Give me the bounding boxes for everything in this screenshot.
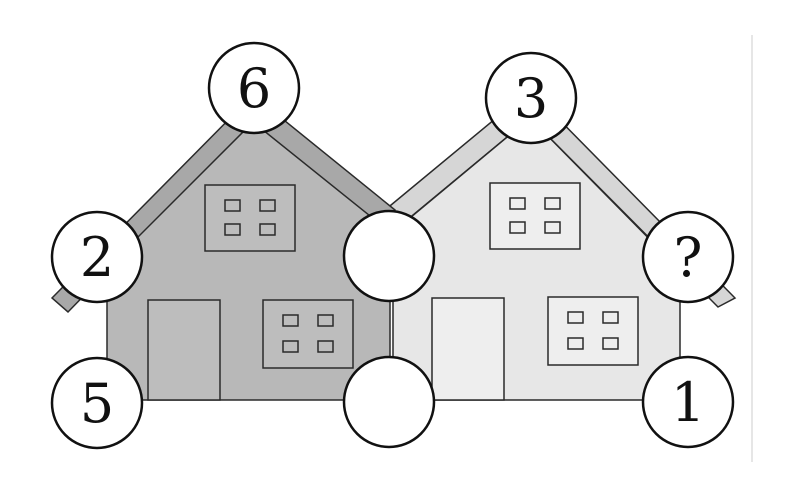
right-house xyxy=(384,88,737,401)
circle-shared-bottom xyxy=(342,355,436,449)
circle-shared-middle xyxy=(342,209,436,303)
circle-left-middle-label: 2 xyxy=(80,226,114,289)
left-house-upper-window xyxy=(204,184,296,252)
right-house-lower-window xyxy=(547,296,639,366)
right-house-upper-window xyxy=(489,182,581,250)
right-house-door xyxy=(431,297,505,401)
circle-right-bottom: 1 xyxy=(641,355,735,449)
circle-left-top-label: 6 xyxy=(237,57,271,120)
circle-left-bottom-label: 5 xyxy=(80,372,114,435)
circle-left-bottom: 5 xyxy=(50,356,144,450)
circle-right-middle: ? xyxy=(641,210,735,304)
circle-right-top-label: 3 xyxy=(514,67,548,130)
circle-right-bottom-label: 1 xyxy=(671,371,705,434)
left-house-lower-window xyxy=(262,299,354,369)
circle-left-top: 6 xyxy=(207,41,301,135)
circle-left-middle: 2 xyxy=(50,210,144,304)
circle-right-top: 3 xyxy=(484,51,578,145)
circle-right-middle-label: ? xyxy=(674,226,703,289)
left-house-door xyxy=(147,299,221,401)
